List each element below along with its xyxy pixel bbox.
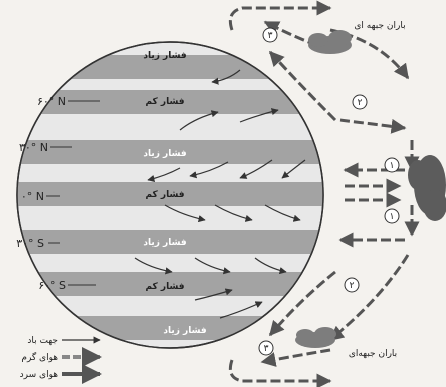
surface-wind-arrows bbox=[134, 69, 306, 319]
cloud-top bbox=[308, 30, 352, 54]
lat-label-60s: ۶۰° S bbox=[38, 279, 66, 292]
cell-number: ۳ bbox=[264, 344, 269, 354]
cell-2-bottom-return bbox=[268, 270, 336, 337]
band-label-high: فشار زیاد bbox=[143, 51, 186, 61]
wind-arrow bbox=[239, 159, 273, 179]
legend-label-cold: هوای سرد bbox=[20, 370, 59, 380]
cell-number: ۳ bbox=[268, 31, 273, 41]
wind-arrow bbox=[254, 257, 287, 275]
lat-label-60n: ۶۰° N bbox=[37, 95, 66, 108]
rain-label-top: باران جبهه ای bbox=[354, 21, 405, 31]
wind-arrow bbox=[239, 108, 279, 123]
cell-number: ۱ bbox=[390, 212, 395, 222]
lat-label-30s: ۳۰° S bbox=[16, 237, 44, 250]
band-low-3 bbox=[17, 272, 323, 296]
wind-arrow bbox=[264, 204, 301, 222]
wind-arrow bbox=[194, 288, 233, 301]
band-high-3 bbox=[17, 230, 323, 254]
band-label-high: فشار زیاد bbox=[163, 326, 206, 336]
equatorial-storm-cloud bbox=[408, 155, 446, 221]
band-label-high: فشار زیاد bbox=[143, 238, 186, 248]
cell-3-top-loop bbox=[228, 0, 332, 31]
wind-arrow bbox=[194, 257, 231, 275]
cell-1-top-in bbox=[339, 118, 407, 134]
wind-arrow bbox=[147, 167, 181, 183]
cell-3-bottom-return bbox=[260, 348, 331, 367]
circulation-cells bbox=[228, 0, 420, 387]
cell-number: ۱ bbox=[390, 161, 395, 171]
wind-arrow bbox=[214, 204, 253, 222]
cell-badge bbox=[258, 340, 274, 356]
lat-label-30n: ۳۰° N bbox=[19, 141, 48, 154]
wind-arrow bbox=[219, 301, 263, 319]
cell-3-bottom-loop bbox=[228, 359, 332, 387]
cell-2-bottom bbox=[328, 254, 410, 342]
wind-arrow bbox=[211, 69, 241, 85]
latitude-markers: ۶۰° N ۳۰° N ۰° N ۳۰° S ۶۰° S bbox=[16, 95, 100, 292]
cell-number: ۲ bbox=[358, 98, 363, 108]
cell-badge bbox=[262, 27, 278, 43]
cell-number-badges: ۳ ۲ ۱ ۱ ۲ ۳ bbox=[258, 27, 400, 356]
cell-badge bbox=[384, 157, 400, 173]
cell-badge bbox=[384, 208, 400, 224]
band-label-low: فشار کم bbox=[145, 282, 184, 292]
band-low-2 bbox=[17, 182, 323, 206]
wind-arrow bbox=[164, 204, 206, 223]
wind-arrow bbox=[281, 159, 306, 179]
wind-arrow bbox=[134, 257, 173, 275]
cloud-bottom bbox=[295, 327, 336, 348]
band-label-low: فشار کم bbox=[145, 97, 184, 107]
legend-label-warm: هوای گرم bbox=[21, 351, 58, 363]
cell-badge bbox=[344, 277, 360, 293]
cell-2-return bbox=[268, 50, 337, 122]
legend: جهت باد هوای گرم هوای سرد bbox=[20, 336, 102, 384]
wind-arrow bbox=[189, 161, 229, 179]
cell-number: ۲ bbox=[350, 281, 355, 291]
band-labels: فشار زیاد فشار کم فشار زیاد فشار کم فشار… bbox=[143, 51, 206, 336]
band-label-high: فشار زیاد bbox=[143, 149, 186, 159]
cell-badge bbox=[352, 94, 368, 110]
band-label-low: فشار کم bbox=[145, 190, 184, 200]
wind-arrow bbox=[179, 110, 219, 131]
rain-label-bottom: باران جبهه‌ای bbox=[349, 349, 397, 359]
legend-label-wind: جهت باد bbox=[27, 336, 58, 346]
lat-label-0n: ۰° N bbox=[21, 190, 44, 203]
